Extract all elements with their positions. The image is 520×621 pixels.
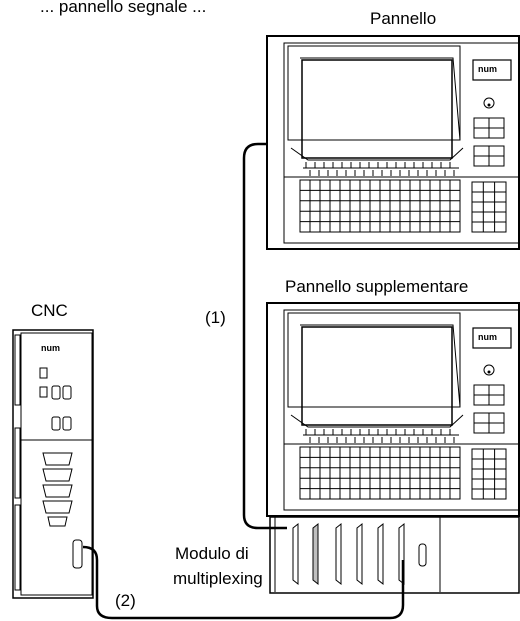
mux-slot-highlight bbox=[312, 522, 319, 586]
panel-main-logo: num bbox=[478, 64, 497, 74]
cnc-logo: num bbox=[41, 343, 60, 353]
panel-extra-label: Pannello supplementare bbox=[285, 277, 468, 296]
cnc-label: CNC bbox=[31, 301, 68, 320]
panel-extra-keyboard bbox=[284, 443, 519, 500]
panel-main-label: Pannello bbox=[370, 9, 436, 28]
key-block bbox=[471, 448, 507, 500]
cable-2-label: (2) bbox=[115, 591, 136, 610]
panel-extra-numpad bbox=[471, 448, 507, 500]
panel-extra-keypad-upper bbox=[473, 384, 505, 406]
panel-extra-softkeys bbox=[303, 429, 459, 443]
multiplexing-module: Modulo di multiplexing bbox=[173, 516, 520, 594]
panel-main-numpad bbox=[471, 181, 507, 233]
key-block bbox=[471, 181, 507, 233]
cable-1 bbox=[242, 142, 287, 530]
panel-main-keyboard bbox=[284, 176, 519, 233]
mux-label-line2: multiplexing bbox=[173, 569, 263, 588]
top-caption: ... pannello segnale ... bbox=[40, 0, 206, 16]
cable-2 bbox=[82, 545, 405, 620]
operator-panel-extra: Pannello supplementare num bbox=[266, 277, 520, 517]
cable-1-label: (1) bbox=[205, 308, 226, 327]
panel-main-keypad-upper bbox=[473, 117, 505, 139]
mux-label-line1: Modulo di bbox=[175, 544, 249, 563]
operator-panel-main: Pannello num bbox=[266, 9, 520, 250]
panel-extra-logo: num bbox=[478, 332, 497, 342]
panel-main-keypad-lower bbox=[473, 145, 505, 167]
panel-main-softkeys bbox=[303, 162, 459, 176]
panel-extra-keypad-lower bbox=[473, 412, 505, 434]
cnc-unit: CNC num bbox=[12, 301, 94, 599]
